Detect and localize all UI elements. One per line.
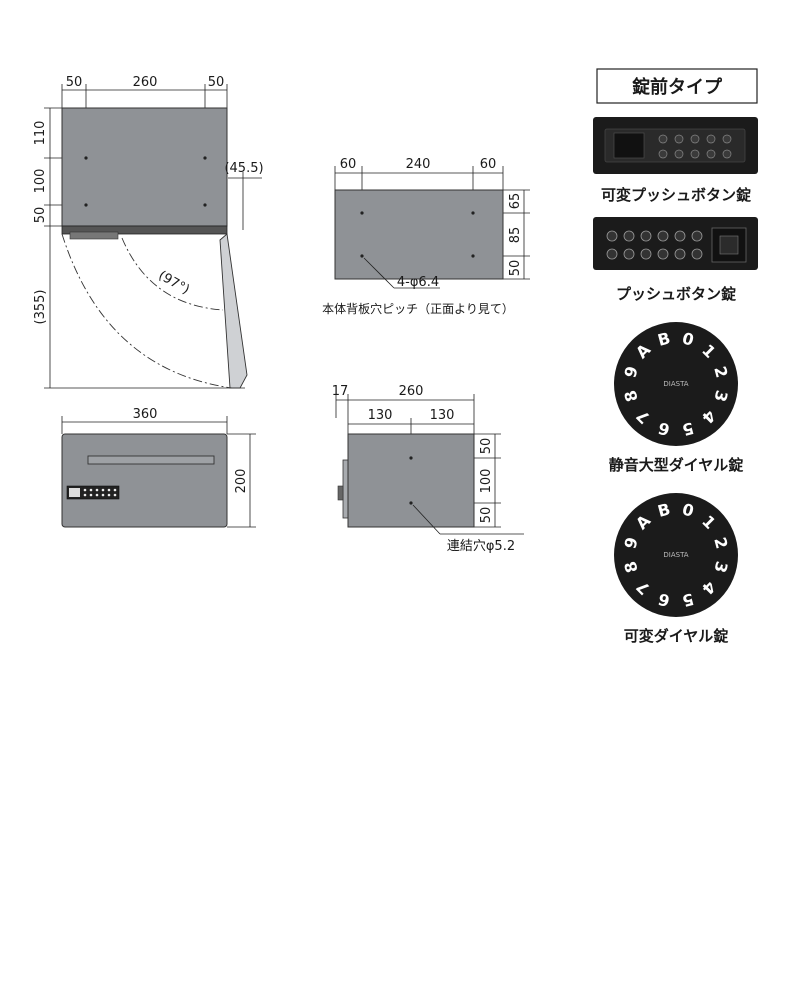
front-view: 360 200 (61, 407, 256, 528)
dial-digit: 0 (680, 499, 696, 520)
dim-side-v1: 50 (479, 438, 494, 455)
dial-digit: 9 (620, 364, 641, 380)
dial-digit: 0 (680, 328, 696, 349)
dial-digit: 5 (680, 418, 696, 439)
link-hole (409, 456, 413, 460)
dim-side-v3: 50 (479, 507, 494, 524)
side-lock (337, 485, 344, 501)
dial-digit: 2 (710, 364, 731, 380)
dim-side-total: 260 (399, 384, 424, 399)
side-body (347, 433, 475, 528)
dial-digit: 9 (620, 535, 641, 551)
back-view: 60 240 60 65 85 50 4-φ6.4 本体背板穴ピッチ（正面より見… (322, 157, 530, 316)
back-hole-label: 4-φ6.4 (397, 275, 439, 290)
dim-top-center: 260 (133, 75, 158, 90)
dim-back-left: 60 (340, 157, 357, 172)
dial-digit: B (656, 328, 673, 350)
swing-arc-outer (61, 233, 233, 389)
dial-digit: 6 (656, 418, 672, 439)
dim-side-17: 17 (332, 384, 349, 399)
dim-protrusion: (45.5) (224, 161, 263, 176)
dim-top-v2: 100 (33, 169, 48, 194)
dim-back-center: 240 (406, 157, 431, 172)
mount-hole (84, 203, 88, 207)
dim-angle: (97°) (156, 268, 192, 298)
dim-front-width: 360 (133, 407, 158, 422)
dim-side-v2: 100 (479, 469, 494, 494)
lock-types-title: 錠前タイプ (632, 76, 723, 98)
lock-label-1: 可変プッシュボタン錠 (601, 186, 751, 204)
dim-top-left: 50 (66, 75, 83, 90)
lock-label-3: 静音大型ダイヤル錠 (609, 456, 744, 474)
mount-hole (203, 203, 207, 207)
mail-slot (87, 455, 215, 465)
dim-side-left: 130 (368, 408, 393, 423)
lock-label-2: プッシュボタン錠 (616, 285, 736, 303)
lock-types-title-box (596, 68, 758, 104)
back-hole (360, 254, 364, 258)
dim-back-right: 60 (480, 157, 497, 172)
dial-brand: DIASTA (663, 380, 688, 388)
dim-back-v2: 85 (508, 227, 523, 244)
side-hole-label: 連結穴φ5.2 (447, 539, 515, 554)
top-view-body (61, 107, 228, 227)
dial-digit: B (656, 499, 673, 521)
dial-brand: DIASTA (663, 551, 688, 559)
swing-arc-inner (121, 237, 224, 311)
top-flap (61, 225, 228, 235)
mount-hole (84, 156, 88, 160)
dial-digit: 2 (710, 535, 731, 551)
keypad-edge (69, 231, 119, 240)
dial-digit: 5 (680, 589, 696, 610)
variable-push-button-lock (593, 117, 758, 174)
back-hole (360, 211, 364, 215)
dim-front-height: 200 (234, 469, 249, 494)
side-view: 17 260 130 130 50 100 50 連結穴φ5.2 (332, 384, 524, 554)
front-body (61, 433, 228, 528)
dial-digit: 3 (710, 388, 731, 404)
back-caption: 本体背板穴ピッチ（正面より見て） (322, 301, 514, 316)
dial-digit: 3 (710, 559, 731, 575)
dim-top-v3: 50 (33, 207, 48, 224)
back-hole (471, 211, 475, 215)
push-button-lock (593, 217, 758, 270)
dial-digit: 8 (620, 559, 641, 575)
dim-side-right: 130 (430, 408, 455, 423)
dial-digit: 6 (656, 589, 672, 610)
dim-top-v1: 110 (33, 121, 48, 146)
dim-back-v3: 50 (508, 260, 523, 277)
link-hole (409, 501, 413, 505)
open-lid (219, 233, 248, 389)
dim-top-right: 50 (208, 75, 225, 90)
dial-digit: 8 (620, 388, 641, 404)
lock-label-4: 可変ダイヤル錠 (624, 627, 729, 645)
dim-open-depth: (355) (33, 290, 48, 325)
back-hole (471, 254, 475, 258)
dim-back-v1: 65 (508, 193, 523, 210)
lock-types: 錠前タイプ 可変プッシュボタン錠 (593, 68, 758, 645)
top-view: 50 260 50 110 100 50 (355) (45.5) (97°) (33, 75, 264, 389)
back-panel (334, 189, 504, 280)
mount-hole (203, 156, 207, 160)
